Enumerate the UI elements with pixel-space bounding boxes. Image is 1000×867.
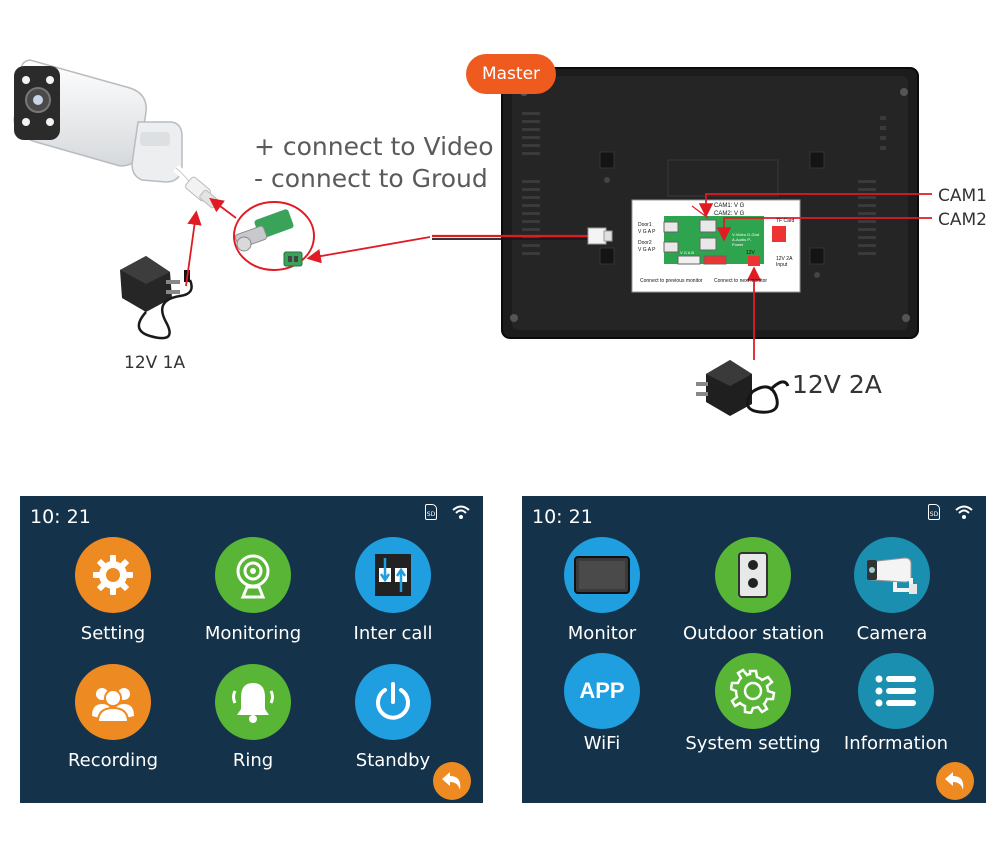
back-arrow-icon — [442, 772, 461, 790]
connect-video-label: + connect to Video — [254, 132, 494, 161]
board-door1: Door1 V G A P — [638, 222, 656, 235]
board-power-input: 12V 2A Input — [776, 256, 793, 268]
clock: 10: 21 — [532, 506, 593, 528]
main-menu-screen: 10: 21 SD Setting — [20, 496, 483, 803]
gear-outline-icon — [715, 653, 791, 729]
bell-icon — [215, 664, 291, 740]
app-label: Outdoor station — [683, 623, 825, 644]
cam1-label: CAM1 — [938, 186, 987, 206]
app-setting[interactable]: Setting — [43, 537, 183, 644]
webcam-icon — [215, 537, 291, 613]
monitor-icon — [564, 537, 640, 613]
app-wifi[interactable]: APP WiFi — [532, 653, 672, 754]
arrow-power-to-camera — [185, 210, 202, 287]
app-label: Setting — [80, 623, 146, 644]
back-button[interactable] — [433, 762, 471, 800]
master-tag: Master — [466, 54, 556, 94]
list-icon — [858, 653, 934, 729]
board-prev-monitor: Connect to previous monitor — [640, 278, 703, 284]
app-label: Standby — [355, 750, 431, 771]
status-bar: SD — [425, 504, 471, 520]
intercom-icon — [355, 537, 431, 613]
arrow-wire-to-adapter — [306, 236, 431, 264]
board-voltage: 12V — [746, 250, 755, 256]
app-information[interactable]: Information — [826, 653, 966, 754]
board-bottom-pins: V G A B — [680, 250, 695, 255]
app-ring[interactable]: Ring — [183, 664, 323, 771]
app-inter-call[interactable]: Inter call — [323, 537, 463, 644]
doorbell-icon — [715, 537, 791, 613]
gear-icon — [75, 537, 151, 613]
bullet-camera-icon — [13, 59, 219, 209]
back-arrow-icon — [945, 772, 964, 790]
app-label: Recording — [67, 750, 159, 771]
sd-card-icon: SD — [928, 504, 940, 520]
app-monitoring[interactable]: Monitoring — [183, 537, 323, 644]
wifi-icon — [955, 505, 973, 519]
board-next-monitor: Connect to next monitor — [714, 278, 768, 284]
wiring-illustration — [13, 59, 932, 416]
cctv-icon — [854, 537, 930, 613]
board-tf-card: TF Card — [776, 218, 795, 224]
monitor-power-adapter-icon — [696, 360, 790, 416]
app-label: System setting — [685, 733, 821, 754]
app-badge: APP — [579, 678, 625, 703]
arrow-cam2 — [716, 217, 932, 242]
status-bar: SD — [928, 504, 974, 520]
wifi-icon — [452, 505, 470, 519]
app-system-setting[interactable]: System setting — [683, 653, 823, 754]
back-button[interactable] — [936, 762, 974, 800]
app-label: Monitor — [567, 623, 637, 644]
camera-power-label: 12V 1A — [124, 353, 186, 373]
board-door2: Door2 V G A P — [638, 240, 656, 253]
wiring-diagram: Master + connect to Video - connect to G… — [13, 54, 987, 416]
connect-ground-label: - connect to Groud — [254, 164, 488, 193]
app-monitor[interactable]: Monitor — [532, 537, 672, 644]
app-label: WiFi — [583, 733, 621, 754]
app-label: Camera — [856, 623, 928, 644]
sd-card-icon: SD — [425, 504, 437, 520]
app-standby[interactable]: Standby — [323, 664, 463, 771]
monitor-power-label: 12V 2A — [792, 370, 882, 399]
bnc-adapter-icon — [233, 201, 315, 271]
power-icon — [355, 664, 431, 740]
app-recording[interactable]: Recording — [43, 664, 183, 771]
app-outdoor-station[interactable]: Outdoor station — [683, 537, 825, 644]
app-label: Monitoring — [204, 623, 302, 644]
app-icon: APP — [564, 653, 640, 729]
app-label: Ring — [232, 750, 274, 771]
arrow-cam1 — [698, 193, 932, 218]
device-menu-screen: 10: 21 SD Monitor Outdoor station — [522, 496, 986, 803]
cam2-label: CAM2 — [938, 210, 987, 230]
connection-board — [631, 199, 801, 293]
board-pin-legend: V-Video G-Gnd A-Audio P-Power — [732, 232, 760, 247]
arrow-adapter-to-camera — [209, 197, 237, 219]
app-camera[interactable]: Camera — [822, 537, 962, 644]
app-label: Inter call — [353, 623, 433, 644]
users-icon — [75, 664, 151, 740]
clock: 10: 21 — [30, 506, 91, 528]
camera-power-adapter-icon — [120, 256, 193, 340]
board-cam-text: CAM1: V G CAM2: V G — [714, 203, 745, 217]
app-label: Information — [843, 733, 949, 754]
